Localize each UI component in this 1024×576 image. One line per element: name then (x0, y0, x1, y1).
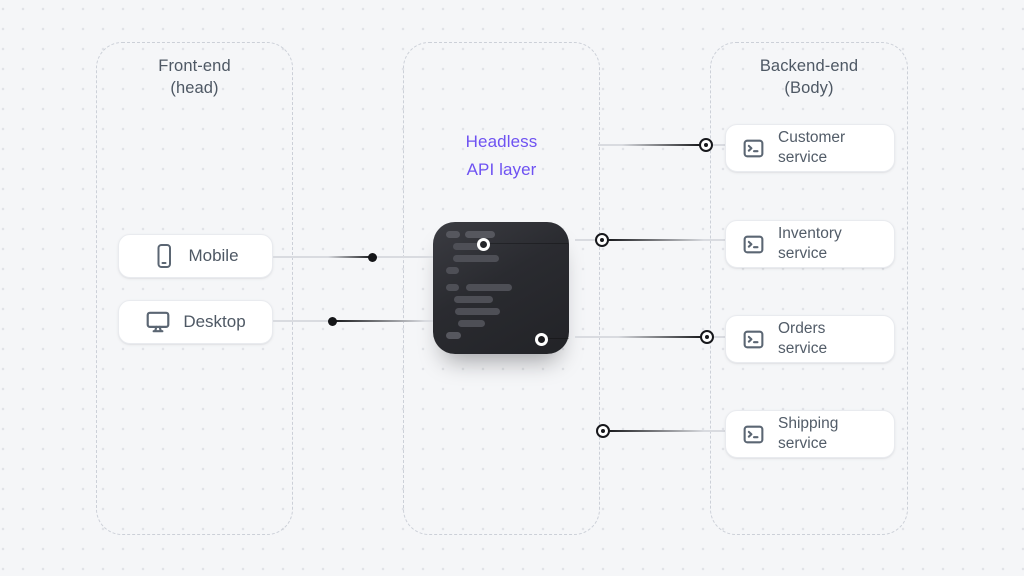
shipping-connector-dot (596, 424, 610, 438)
code-line (465, 231, 495, 238)
inventory-service-label: Inventory service (778, 225, 842, 262)
smartphone-icon (152, 243, 176, 269)
terminal-icon (741, 422, 766, 447)
code-line (466, 284, 512, 291)
desktop-card[interactable]: Desktop (118, 300, 273, 344)
api-layer-label-line1: Headless (465, 132, 538, 151)
frontend-zone: Front-end (head) (96, 42, 293, 535)
code-line (453, 255, 499, 262)
backend-title-line2: (Body) (784, 79, 834, 97)
api-layer-label: Headless API layer (403, 128, 600, 184)
mobile-label: Mobile (188, 246, 239, 265)
api-port-top-icon (476, 237, 490, 251)
customer-service-card[interactable]: Customer service (725, 124, 895, 172)
orders-connector-line-dark (618, 335, 704, 338)
connector-line-inner-top (488, 243, 568, 244)
desktop-connector-line-dark (332, 319, 425, 322)
desktop-label: Desktop (183, 312, 246, 331)
code-line (446, 332, 461, 339)
inventory-service-card[interactable]: Inventory service (725, 220, 895, 268)
shipping-connector-line-dark (606, 429, 704, 432)
code-line (446, 231, 460, 238)
inventory-connector-dot (595, 233, 609, 247)
mobile-card[interactable]: Mobile (118, 234, 273, 278)
code-line (455, 308, 500, 315)
terminal-icon (741, 327, 766, 352)
shipping-service-card[interactable]: Shipping service (725, 410, 895, 458)
code-line (446, 284, 459, 291)
code-line (446, 267, 459, 274)
desktop-connector-dot (327, 316, 337, 326)
frontend-title-line1: Front-end (158, 57, 231, 75)
mobile-connector-dot (367, 252, 377, 262)
customer-connector-line-dark (622, 143, 702, 146)
backend-zone-title: Backend-end (Body) (711, 43, 907, 99)
orders-service-label: Orders service (778, 320, 828, 357)
code-line (453, 243, 481, 250)
customer-connector-dot (699, 138, 713, 152)
terminal-icon (741, 232, 766, 257)
api-layer-label-line2: API layer (466, 160, 537, 179)
api-code-block (433, 222, 569, 354)
backend-zone: Backend-end (Body) (710, 42, 908, 535)
customer-service-label: Customer service (778, 129, 846, 166)
frontend-zone-title: Front-end (head) (97, 43, 292, 99)
connector-line-inner-bottom (546, 338, 569, 339)
code-line (454, 296, 493, 303)
terminal-icon (741, 136, 766, 161)
mobile-connector-line-dark (328, 255, 373, 258)
frontend-title-line2: (head) (170, 79, 219, 97)
monitor-icon (145, 309, 171, 335)
api-port-bottom-icon (534, 332, 548, 346)
code-line (458, 320, 485, 327)
inventory-connector-line-dark (606, 238, 704, 241)
backend-title-line1: Backend-end (759, 57, 859, 75)
orders-service-card[interactable]: Orders service (725, 315, 895, 363)
orders-connector-dot (700, 330, 714, 344)
shipping-service-label: Shipping service (778, 415, 839, 452)
api-zone (403, 42, 600, 535)
